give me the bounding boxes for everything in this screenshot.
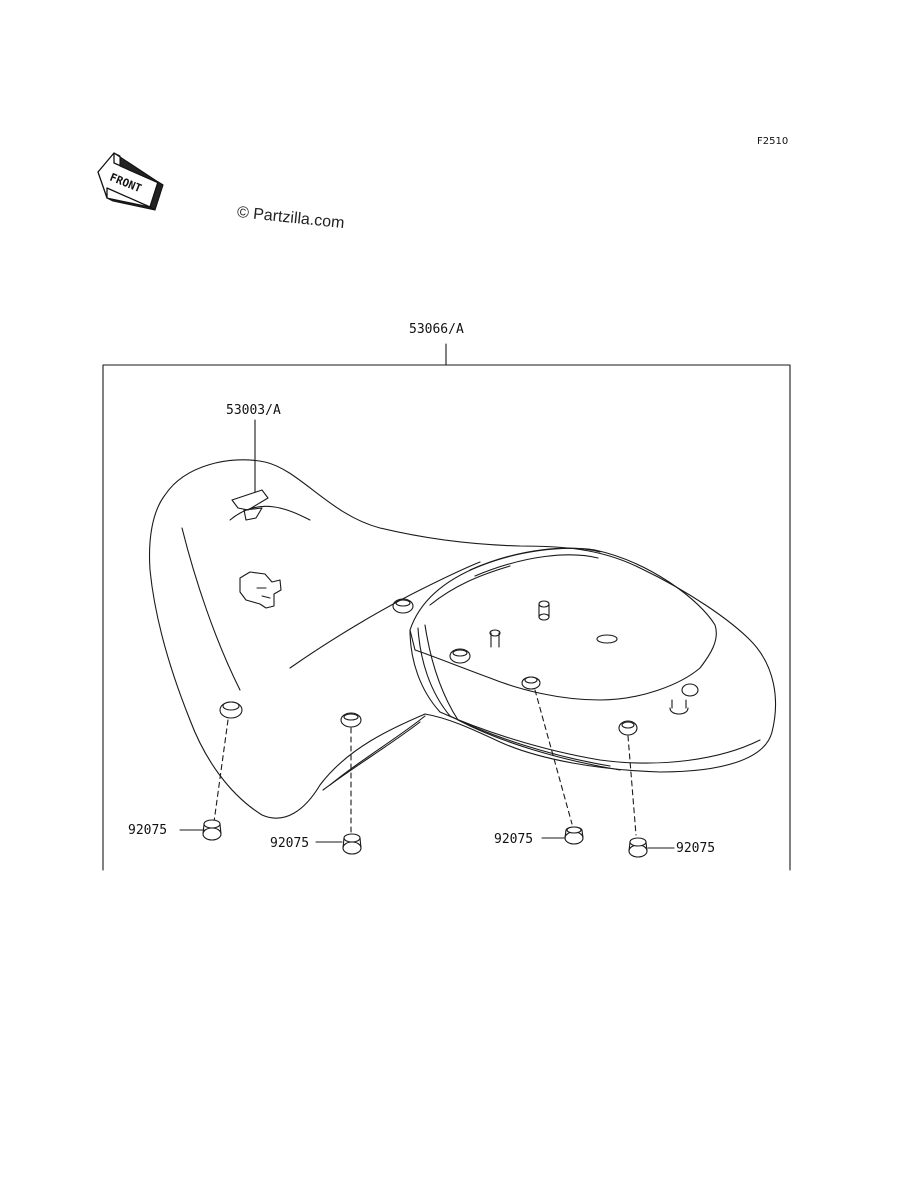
- damper-part-1: [202, 819, 222, 841]
- part-label-53003: 53003/A: [226, 403, 281, 418]
- damper-part-2: [342, 833, 362, 855]
- part-label-92075-c: 92075: [494, 832, 534, 847]
- damper-leaders: [213, 689, 637, 836]
- damper-part-3: [564, 826, 584, 845]
- part-label-92075-b: 92075: [270, 836, 310, 851]
- front-arrow-icon: [97, 152, 164, 211]
- label-leaders: [179, 419, 675, 849]
- damper-part-4: [628, 837, 648, 858]
- part-label-92075-d: 92075: [676, 841, 716, 856]
- part-label-92075-a: 92075: [128, 823, 168, 838]
- seat-illustration: [149, 459, 777, 819]
- figure-code: F2510: [757, 136, 789, 147]
- part-label-53066: 53066/A: [409, 322, 464, 337]
- assembly-bracket: [102, 343, 791, 871]
